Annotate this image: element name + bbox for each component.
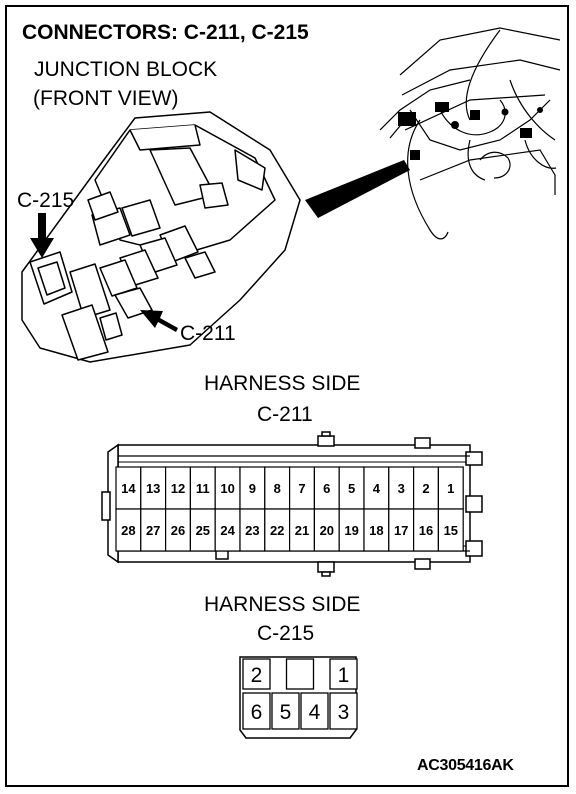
c215-pin-label: 2 bbox=[251, 664, 263, 687]
c211-pin-label: 10 bbox=[220, 481, 234, 496]
c211-pin-label: 14 bbox=[121, 481, 136, 496]
c211-pin-label: 18 bbox=[369, 523, 383, 538]
c211-pin-label: 22 bbox=[270, 523, 284, 538]
c211-pin-label: 8 bbox=[274, 481, 281, 496]
c215-pin-label: 6 bbox=[251, 701, 263, 724]
c215-pin-cell bbox=[329, 692, 358, 730]
c211-pin-cell bbox=[189, 508, 216, 552]
c215-pin-cell bbox=[285, 658, 315, 690]
c211-pin-label: 26 bbox=[171, 523, 185, 538]
c211-pin-cell bbox=[140, 508, 167, 552]
c215-pin-label: 1 bbox=[338, 664, 350, 687]
c215-pin-label: 4 bbox=[309, 701, 321, 724]
c215-pin-label: 5 bbox=[280, 701, 292, 724]
c211-pin-cell bbox=[239, 466, 266, 510]
c211-pin-cell bbox=[313, 508, 340, 552]
c211-pin-cell bbox=[189, 466, 216, 510]
c211-connector-label: C-211 bbox=[257, 403, 313, 426]
c211-pin-cell bbox=[115, 508, 142, 552]
c211-pin-cell bbox=[388, 508, 415, 552]
junction-block-view-label: (FRONT VIEW) bbox=[33, 87, 179, 110]
c211-pin-cell bbox=[413, 508, 440, 552]
c215-connector-label: C-215 bbox=[257, 622, 315, 645]
c211-pin-cell bbox=[165, 508, 192, 552]
c211-pin-cell bbox=[363, 508, 390, 552]
c211-pin-label: 24 bbox=[220, 523, 235, 538]
c211-pin-cell bbox=[437, 508, 464, 552]
c211-pin-cell bbox=[214, 466, 241, 510]
c211-pin-cell bbox=[437, 466, 464, 510]
c211-pin-label: 19 bbox=[344, 523, 358, 538]
c211-pin-label: 1 bbox=[447, 481, 454, 496]
junction-block-label: JUNCTION BLOCK bbox=[34, 58, 218, 81]
c215-heading: HARNESS SIDE bbox=[204, 593, 361, 616]
c211-pin-label: 15 bbox=[444, 523, 458, 538]
c215-pin-cell bbox=[300, 692, 329, 730]
c211-pin-label: 4 bbox=[373, 481, 381, 496]
c211-pin-label: 6 bbox=[323, 481, 330, 496]
c211-pin-cell bbox=[165, 466, 192, 510]
c215-pin-cell bbox=[329, 658, 358, 690]
callout-c211: C-211 bbox=[180, 322, 236, 345]
diagram-frame bbox=[5, 5, 569, 787]
c211-pin-label: 12 bbox=[171, 481, 185, 496]
callout-c215: C-215 bbox=[17, 189, 75, 212]
c215-pin-cell bbox=[271, 692, 300, 730]
c215-pin-cell bbox=[242, 692, 271, 730]
c211-pin-label: 16 bbox=[419, 523, 433, 538]
c211-pin-label: 17 bbox=[394, 523, 408, 538]
diagram-title: CONNECTORS: C-211, C-215 bbox=[22, 21, 309, 44]
c211-pin-label: 5 bbox=[348, 481, 355, 496]
c211-pin-label: 7 bbox=[298, 481, 305, 496]
c211-pin-label: 28 bbox=[121, 523, 135, 538]
c211-pin-label: 25 bbox=[196, 523, 210, 538]
c211-pin-label: 21 bbox=[295, 523, 309, 538]
c211-pin-cell bbox=[140, 466, 167, 510]
c211-pin-label: 2 bbox=[422, 481, 429, 496]
c211-heading: HARNESS SIDE bbox=[204, 372, 361, 395]
c211-pin-label: 27 bbox=[146, 523, 160, 538]
c211-pin-label: 23 bbox=[245, 523, 259, 538]
c211-pin-label: 3 bbox=[398, 481, 405, 496]
figure-code: AC305416AK bbox=[417, 757, 514, 774]
c211-pin-cell bbox=[289, 508, 316, 552]
c211-pin-label: 13 bbox=[146, 481, 160, 496]
c215-pin-cell bbox=[242, 658, 271, 690]
c211-pin-label: 20 bbox=[320, 523, 334, 538]
c215-pin-label: 3 bbox=[338, 701, 350, 724]
c211-pin-label: 11 bbox=[196, 481, 210, 496]
c211-pin-label: 9 bbox=[249, 481, 256, 496]
